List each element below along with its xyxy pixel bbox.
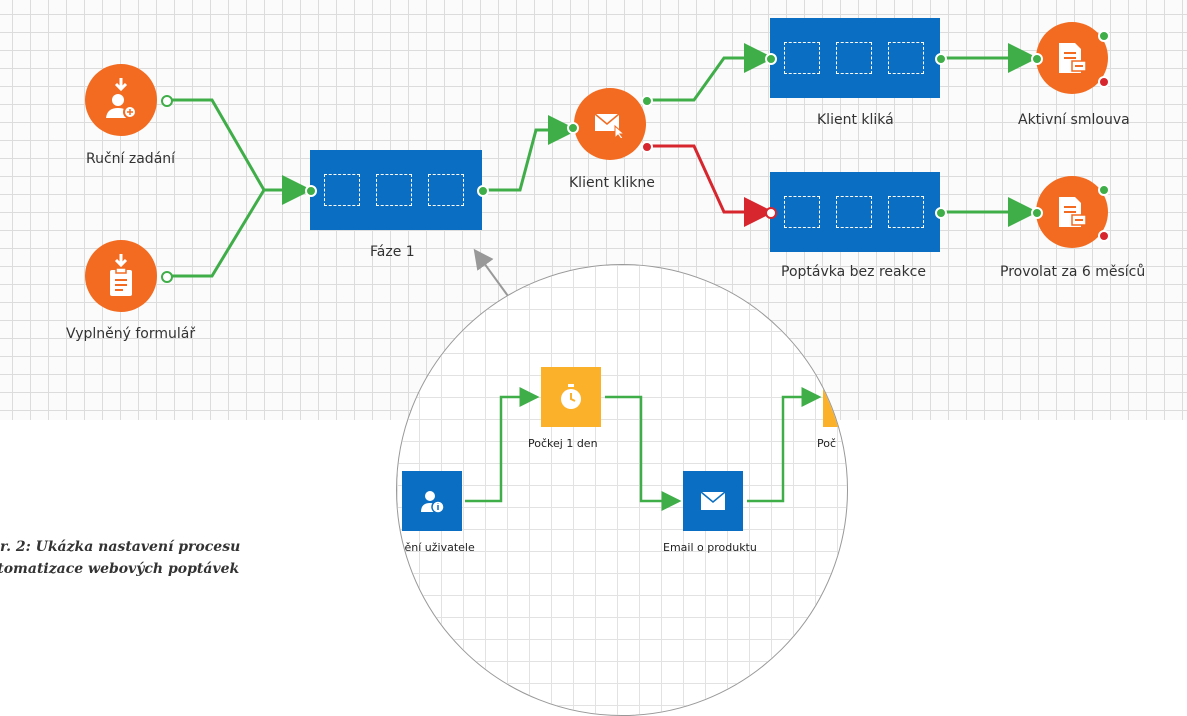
phase1-out-port[interactable] bbox=[477, 185, 489, 197]
client-clicking-label: Klient kliká bbox=[817, 112, 894, 128]
clicking-in-port[interactable] bbox=[765, 53, 777, 65]
call-6m-node[interactable] bbox=[1036, 176, 1108, 248]
next-action-partial-label: Poč bbox=[817, 437, 837, 450]
wait-label: Počkej 1 den bbox=[528, 437, 598, 450]
noreaction-in-port[interactable] bbox=[765, 207, 777, 219]
contract-top-port[interactable] bbox=[1098, 30, 1110, 42]
zoom-connectors bbox=[465, 387, 822, 511]
contract-in-port[interactable] bbox=[1031, 53, 1043, 65]
call6m-top-port[interactable] bbox=[1098, 184, 1110, 196]
client-clicks-trigger-node[interactable] bbox=[574, 88, 646, 160]
phase1-block[interactable] bbox=[310, 150, 482, 230]
phase1-label: Fáze 1 bbox=[370, 244, 415, 260]
clicking-slot-2[interactable] bbox=[836, 42, 872, 74]
caption-line-2: automatizace webových poptávek bbox=[0, 561, 240, 577]
phase1-in-port[interactable] bbox=[305, 185, 317, 197]
active-contract-label: Aktivní smlouva bbox=[1018, 112, 1130, 128]
email-label: Email o produktu bbox=[663, 541, 757, 554]
call-6m-label: Provolat za 6 měsíců bbox=[1000, 264, 1146, 280]
figure-caption: Obr. 2: Ukázka nastavení procesu automat… bbox=[0, 536, 240, 580]
notify-user-action[interactable] bbox=[402, 471, 462, 531]
call6m-bottom-port[interactable] bbox=[1098, 230, 1110, 242]
active-contract-node[interactable] bbox=[1036, 22, 1108, 94]
form-filled-label: Vyplněný formulář bbox=[66, 326, 196, 342]
clicking-out-port[interactable] bbox=[935, 53, 947, 65]
caption-line-1: Obr. 2: Ukázka nastavení procesu bbox=[0, 539, 241, 555]
clipboard-icon bbox=[110, 254, 132, 296]
form-filled-node[interactable] bbox=[85, 240, 157, 312]
stopwatch-icon bbox=[561, 384, 581, 409]
wait-action[interactable] bbox=[541, 367, 601, 427]
noreaction-slot-3[interactable] bbox=[888, 196, 924, 228]
email-action[interactable] bbox=[683, 471, 743, 531]
phase1-slot-2[interactable] bbox=[376, 174, 412, 206]
trigger-in-port[interactable] bbox=[567, 122, 579, 134]
trigger-no-port[interactable] bbox=[641, 141, 653, 153]
notify-user-label: oznění uživatele bbox=[397, 541, 475, 554]
clicking-slot-3[interactable] bbox=[888, 42, 924, 74]
user-info-icon bbox=[421, 491, 445, 514]
clicking-slot-1[interactable] bbox=[784, 42, 820, 74]
call6m-in-port[interactable] bbox=[1031, 207, 1043, 219]
noreaction-out-port[interactable] bbox=[935, 207, 947, 219]
manual-entry-out-port[interactable] bbox=[161, 95, 173, 107]
manual-entry-label: Ruční zadání bbox=[86, 151, 176, 167]
client-clicking-block[interactable] bbox=[770, 18, 940, 98]
contract-bottom-port[interactable] bbox=[1098, 76, 1110, 88]
next-action-partial[interactable] bbox=[823, 367, 847, 427]
call-document-icon bbox=[1059, 43, 1087, 73]
phase1-slot-3[interactable] bbox=[428, 174, 464, 206]
form-filled-out-port[interactable] bbox=[161, 271, 173, 283]
envelope-icon bbox=[700, 491, 726, 510]
trigger-yes-port[interactable] bbox=[641, 95, 653, 107]
call-document-icon bbox=[1059, 197, 1087, 227]
person-add-icon bbox=[106, 78, 137, 119]
noreaction-slot-2[interactable] bbox=[836, 196, 872, 228]
zoom-lens: oznění uživatele Počkej 1 den Email o pr… bbox=[396, 264, 848, 716]
phase1-slot-1[interactable] bbox=[324, 174, 360, 206]
envelope-click-icon bbox=[594, 113, 626, 138]
workflow-canvas[interactable] bbox=[0, 0, 1187, 420]
no-reaction-block[interactable] bbox=[770, 172, 940, 252]
noreaction-slot-1[interactable] bbox=[784, 196, 820, 228]
manual-entry-node[interactable] bbox=[85, 64, 157, 136]
client-clicks-label: Klient klikne bbox=[569, 175, 655, 191]
